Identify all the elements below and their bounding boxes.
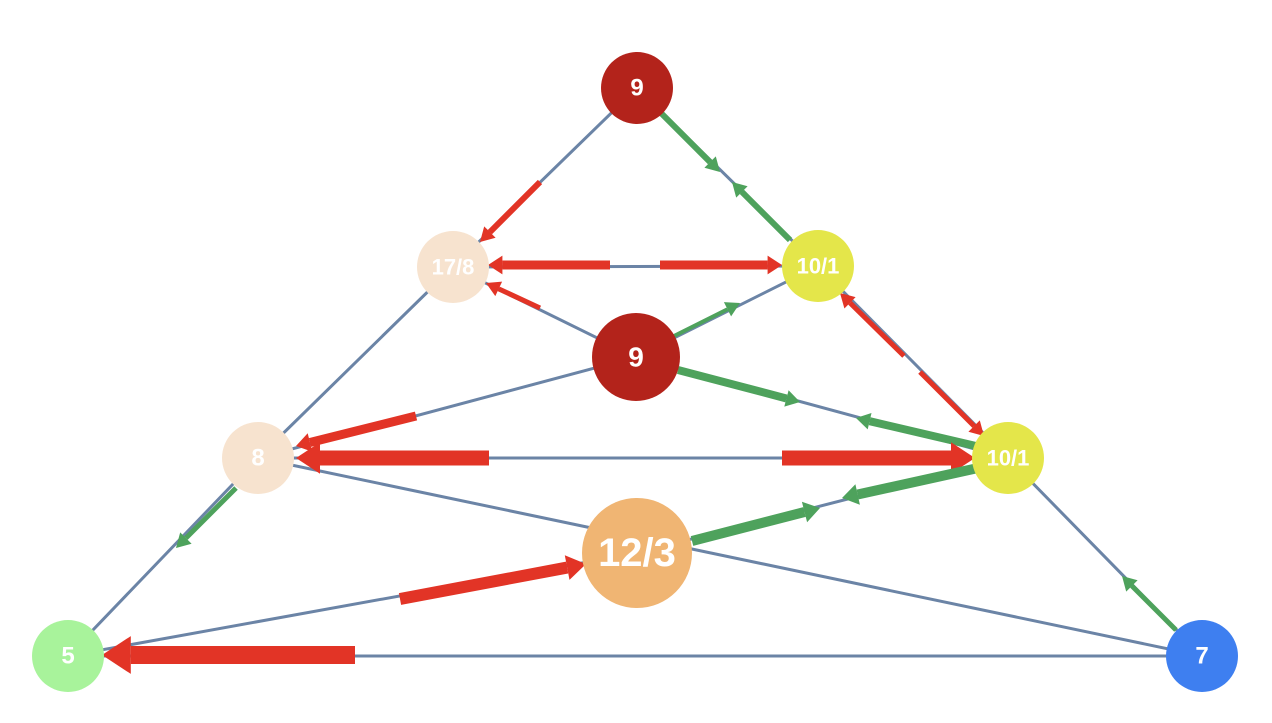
flow-red-6-0-shaft [308, 411, 418, 447]
flow-green-10-0-arrowhead [801, 501, 820, 523]
node-top: 9 [601, 52, 673, 124]
node-circle [601, 52, 673, 124]
flow-red-3-0-shaft [497, 286, 542, 311]
node-circle [582, 498, 692, 608]
node-circle [972, 422, 1044, 494]
flow-green-10-1-arrowhead [842, 484, 860, 505]
node-label: 17/8 [432, 255, 475, 280]
node-circle [222, 422, 294, 494]
node-label: 10/1 [797, 254, 840, 279]
node-mid-right: 10/1 [972, 422, 1044, 494]
flow-green-7-0 [676, 366, 800, 407]
node-center: 9 [592, 313, 680, 401]
flow-red-2-1-arrowhead [767, 255, 782, 275]
node-circle [32, 620, 104, 692]
flows-layer [102, 109, 1178, 674]
flow-red-13-0 [102, 636, 355, 674]
flow-red-5-1-arrowhead [968, 420, 984, 436]
node-label: 7 [1195, 643, 1208, 670]
flow-green-1-1-shaft [739, 189, 793, 243]
edge-mid-left-to-bottom-left [66, 456, 260, 658]
flow-red-2-0 [488, 255, 610, 275]
flow-green-10-0 [690, 501, 820, 546]
node-circle [592, 313, 680, 401]
node-bottom-right: 7 [1166, 620, 1238, 692]
node-circle [1166, 620, 1238, 692]
flow-green-1-1-arrowhead [732, 182, 748, 198]
flow-red-8-1-arrowhead [951, 442, 975, 474]
flow-red-6-0 [296, 411, 418, 452]
flow-green-7-0-arrowhead [784, 390, 800, 407]
flow-green-1-0-shaft [657, 109, 713, 165]
flow-red-5-0 [840, 293, 906, 358]
flow-red-8-1 [782, 442, 975, 474]
node-upper-left: 17/8 [417, 231, 489, 303]
flow-green-4-0-shaft [671, 307, 729, 339]
flow-green-7-1-shaft [868, 417, 977, 450]
node-label: 8 [251, 445, 264, 472]
flow-green-1-0-arrowhead [704, 156, 720, 172]
edge-mid-left-to-bottom-right [257, 456, 1203, 658]
flow-green-4-0-arrowhead [723, 302, 740, 317]
nodes-layer: 9 17/8 10/1 9 8 10/1 12/3 5 7 [32, 52, 1238, 692]
flow-red-11-0-shaft [398, 561, 569, 605]
flow-green-7-1-arrowhead [856, 413, 872, 430]
flow-red-11-0-arrowhead [564, 555, 586, 580]
node-label: 9 [630, 75, 643, 102]
flow-red-5-0-shaft [848, 301, 906, 358]
flow-green-9-0-shaft [184, 486, 238, 540]
flow-red-0-0-arrowhead [480, 226, 496, 242]
flow-green-12-0 [1122, 576, 1178, 632]
flow-green-1-1 [732, 182, 793, 243]
flow-red-5-1-shaft [918, 370, 976, 428]
node-bottom-left: 5 [32, 620, 104, 692]
flow-red-3-0 [486, 281, 542, 311]
flow-red-11-0 [398, 555, 586, 605]
flow-green-10-1 [842, 463, 980, 505]
flow-green-7-1 [856, 413, 977, 450]
flow-green-9-0-arrowhead [176, 532, 192, 548]
flow-green-4-0 [671, 302, 740, 339]
flow-red-8-0 [296, 442, 489, 474]
flow-green-12-0-arrowhead [1122, 576, 1138, 592]
node-lower-center: 12/3 [582, 498, 692, 608]
flow-red-5-1 [918, 370, 984, 436]
flow-green-7-0-shaft [676, 366, 788, 403]
node-upper-right: 10/1 [782, 230, 854, 302]
flow-red-6-0-arrowhead [296, 433, 313, 452]
node-label: 5 [61, 643, 74, 670]
flow-green-10-1-shaft [856, 463, 980, 500]
flow-red-0-0 [480, 179, 543, 242]
flow-green-10-0-shaft [690, 507, 806, 546]
flow-red-5-0-arrowhead [840, 293, 856, 309]
node-mid-left: 8 [222, 422, 294, 494]
flow-red-0-0-shaft [487, 179, 543, 235]
flow-green-9-0 [176, 486, 238, 548]
edge-upper-left-to-mid-left [256, 265, 455, 460]
flow-red-2-1 [660, 255, 782, 275]
node-circle [417, 231, 489, 303]
node-label: 12/3 [598, 531, 676, 575]
flow-green-12-0-shaft [1130, 584, 1178, 632]
flow-red-8-0-arrowhead [296, 442, 320, 474]
node-circle [782, 230, 854, 302]
flow-red-2-0-arrowhead [488, 255, 503, 275]
flow-red-3-0-arrowhead [486, 281, 503, 297]
flow-red-13-0-arrowhead [102, 636, 131, 674]
node-label: 10/1 [987, 446, 1030, 471]
node-label: 9 [628, 342, 644, 373]
flow-green-1-0 [657, 109, 720, 172]
